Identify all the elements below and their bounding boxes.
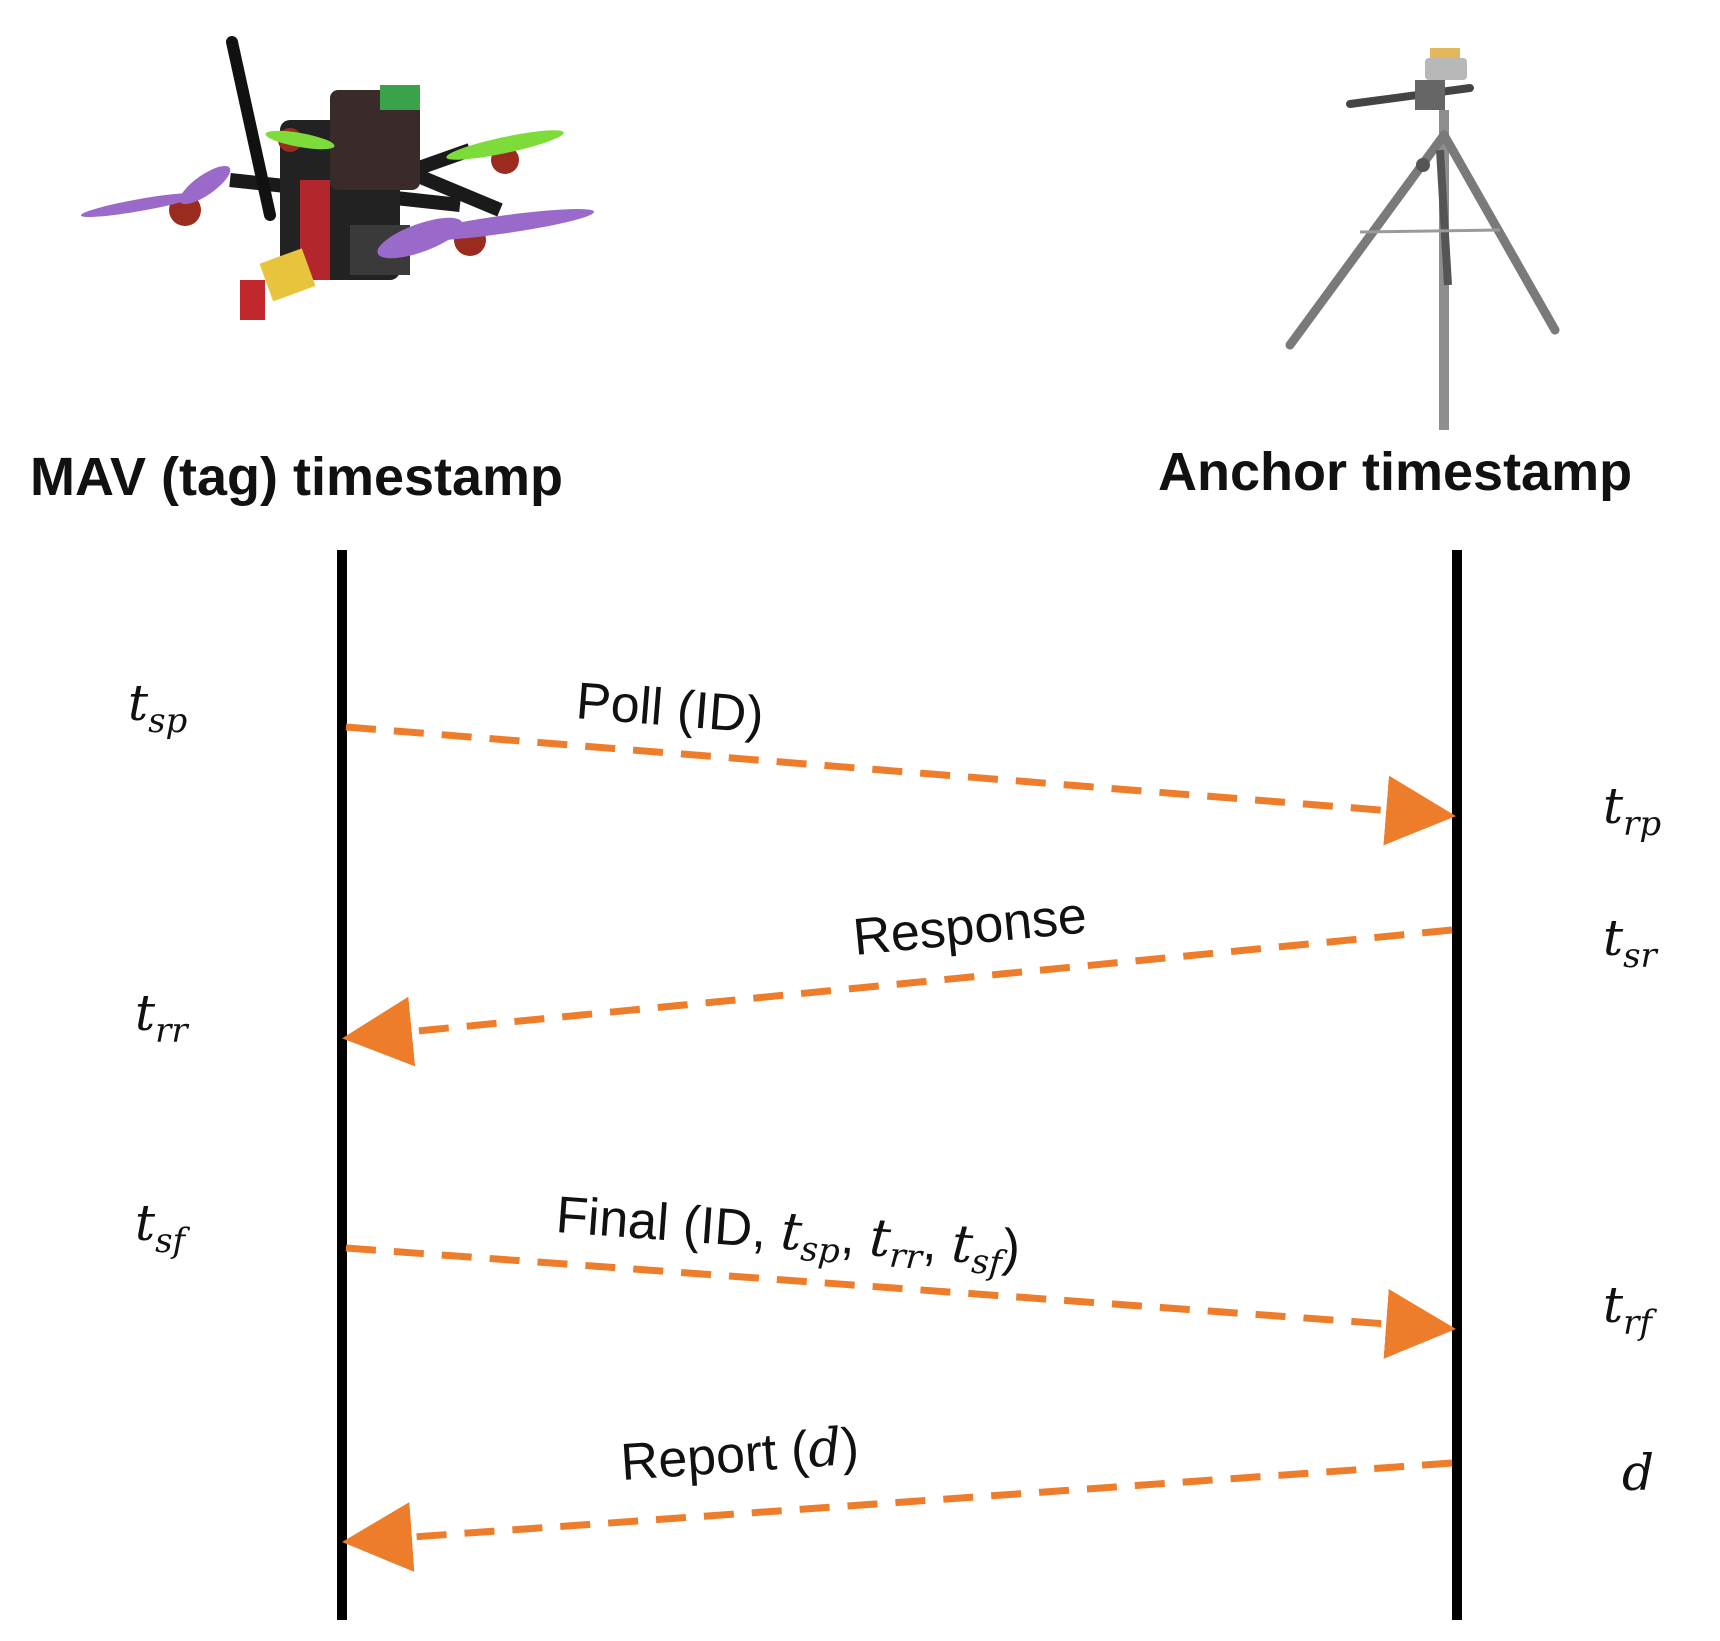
report-arrow <box>342 1459 1453 1572</box>
ts-left-sp-base: t <box>128 674 149 732</box>
poll-label: Poll (ID) <box>574 672 766 745</box>
final-label: Final (ID, tsp, trr, tsf) <box>554 1185 1023 1285</box>
anchor-column-title: Anchor timestamp <box>1158 442 1632 502</box>
ts-left-rr-sub: rr <box>155 1011 189 1051</box>
report-label-suffix: ) <box>839 1417 860 1476</box>
ts-left-rr-base: t <box>135 984 156 1042</box>
drone-image <box>80 36 595 320</box>
ts-right-d-base: d <box>1622 1444 1654 1502</box>
tripod-anchor-image <box>1285 48 1560 430</box>
ts-left-sf-base: t <box>135 1194 156 1252</box>
mav-column-title: MAV (tag) timestamp <box>30 447 563 507</box>
ts-right-rp-base: t <box>1603 777 1624 835</box>
response-arrow <box>342 926 1453 1067</box>
ts-right-sr-sub: sr <box>1623 936 1658 976</box>
ts-right-rf: trf <box>1603 1276 1657 1343</box>
ts-right-rp-sub: rp <box>1623 804 1661 844</box>
report-var: d <box>806 1418 843 1480</box>
ts-left-sf: tsf <box>135 1194 191 1261</box>
ts-right-sr-base: t <box>1603 909 1624 967</box>
final-t-sp: t <box>779 1202 804 1263</box>
final-arrow <box>345 1244 1456 1359</box>
ts-left-sp-sub: sp <box>148 701 187 741</box>
final-t-sp-sub: sp <box>799 1229 841 1272</box>
ts-right-rf-base: t <box>1603 1276 1624 1334</box>
ts-right-rp: trp <box>1603 777 1661 844</box>
final-label-prefix: Final (ID, <box>554 1186 783 1260</box>
final-t-sf: t <box>950 1214 975 1275</box>
final-t-rr: t <box>868 1208 893 1269</box>
poll-arrow <box>345 723 1456 846</box>
final-sep-1: , <box>839 1207 872 1267</box>
report-label-prefix: Report ( <box>619 1421 811 1492</box>
ts-left-rr: trr <box>135 984 189 1051</box>
ts-right-sr: tsr <box>1603 909 1659 976</box>
ts-left-sf-sub: sf <box>155 1221 190 1261</box>
ts-left-sp: tsp <box>128 674 187 741</box>
report-label: Report (d) <box>619 1416 861 1492</box>
response-label: Response <box>851 886 1090 967</box>
ts-right-rf-sub: rf <box>1623 1303 1657 1343</box>
ts-right-d: d <box>1622 1444 1654 1502</box>
final-t-rr-sub: rr <box>888 1236 925 1278</box>
final-label-suffix: ) <box>1001 1219 1023 1278</box>
final-sep-2: , <box>921 1213 954 1273</box>
